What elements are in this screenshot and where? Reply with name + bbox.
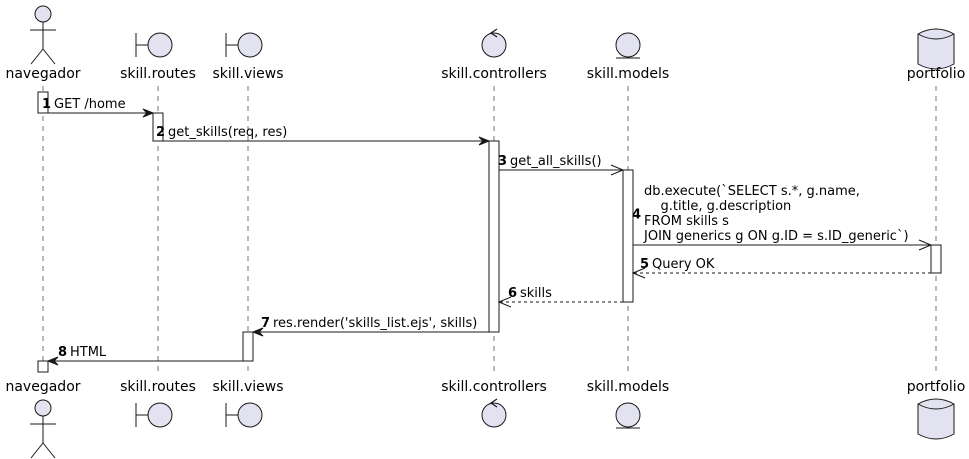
message-number: 1 xyxy=(42,97,51,112)
message-number: 2 xyxy=(156,125,165,140)
message-label: db.execute(`SELECT s.*, g.name, xyxy=(644,184,860,199)
message-number: 3 xyxy=(498,154,507,169)
participant-name: navegador xyxy=(5,379,80,395)
database-icon xyxy=(917,398,955,440)
message-number: 8 xyxy=(58,345,67,360)
participant-bottom-skill-models: skill.models xyxy=(587,379,669,429)
message-number: 6 xyxy=(508,286,517,301)
actor-icon xyxy=(30,5,56,65)
participant-name: skill.views xyxy=(212,66,283,82)
message-label: FROM skills s xyxy=(644,214,729,229)
message-label: Query OK xyxy=(652,257,715,272)
activation-skill-controllers xyxy=(488,140,500,333)
participants-top: navegador skill.routes skill.views skill.co… xyxy=(5,5,966,82)
activation-bars xyxy=(37,91,942,373)
activation-portfolio xyxy=(930,244,942,274)
participant-name: portfolio xyxy=(907,66,966,82)
control-icon xyxy=(481,398,507,428)
participant-bottom-navegador: navegador xyxy=(5,379,81,459)
participant-top-skill-views: skill.views xyxy=(212,32,284,82)
activation-skill-routes xyxy=(152,112,164,142)
activation-navegador xyxy=(37,91,49,114)
arrow-head xyxy=(497,296,512,308)
participant-name: skill.models xyxy=(587,66,669,82)
participant-top-skill-controllers: skill.controllers xyxy=(441,28,547,82)
arrow-head xyxy=(610,164,625,176)
participants-bottom: navegador skill.routes skill.views skill.co… xyxy=(5,379,966,459)
participant-name: skill.models xyxy=(587,379,669,395)
message-label: get_skills(req, res) xyxy=(168,125,287,140)
message-label: JOIN generics g ON g.ID = s.ID_generic`) xyxy=(643,229,909,244)
boundary-icon xyxy=(225,32,263,58)
message-label: get_all_skills() xyxy=(510,154,602,169)
message-label: HTML xyxy=(70,345,107,360)
participant-name: skill.controllers xyxy=(441,379,547,395)
message-label: g.title, g.description xyxy=(644,199,791,214)
arrow-head xyxy=(478,136,491,146)
participant-top-portfolio: portfolio xyxy=(907,28,966,82)
boundary-icon xyxy=(135,32,173,58)
message-label: GET /home xyxy=(54,97,126,112)
actor-icon xyxy=(30,399,56,459)
activation-skill-models xyxy=(622,169,634,303)
arrow-head xyxy=(631,267,646,279)
participant-top-skill-models: skill.models xyxy=(587,32,669,82)
arrow-head xyxy=(142,108,155,118)
boundary-icon xyxy=(225,402,263,428)
participant-name: skill.routes xyxy=(120,379,196,395)
message-number: 7 xyxy=(261,316,270,331)
participant-name: navegador xyxy=(5,66,80,82)
participant-name: skill.controllers xyxy=(441,66,547,82)
activation-navegador xyxy=(37,360,49,373)
message-4: 4db.execute(`SELECT s.*, g.name, g.title… xyxy=(632,184,933,251)
participant-name: skill.views xyxy=(212,379,283,395)
participant-name: skill.routes xyxy=(120,66,196,82)
arrow-head xyxy=(918,239,933,251)
participant-name: portfolio xyxy=(907,379,966,395)
activation-skill-views xyxy=(242,331,254,362)
participant-top-navegador: navegador xyxy=(5,5,81,82)
message-number: 4 xyxy=(632,208,641,223)
participant-bottom-skill-routes: skill.routes xyxy=(120,379,196,428)
database-icon xyxy=(917,28,955,70)
arrow-head xyxy=(251,327,264,337)
entity-icon xyxy=(615,32,641,59)
control-icon xyxy=(481,28,507,58)
message-label: skills xyxy=(520,286,552,301)
message-number: 5 xyxy=(640,257,649,272)
participant-bottom-skill-controllers: skill.controllers xyxy=(441,379,547,428)
message-label: res.render('skills_list.ejs', skills) xyxy=(273,316,477,331)
boundary-icon xyxy=(135,402,173,428)
arrow-head xyxy=(46,356,59,366)
entity-icon xyxy=(615,402,641,429)
participant-bottom-portfolio: portfolio xyxy=(907,379,966,440)
participant-bottom-skill-views: skill.views xyxy=(212,379,284,428)
participant-top-skill-routes: skill.routes xyxy=(120,32,196,82)
